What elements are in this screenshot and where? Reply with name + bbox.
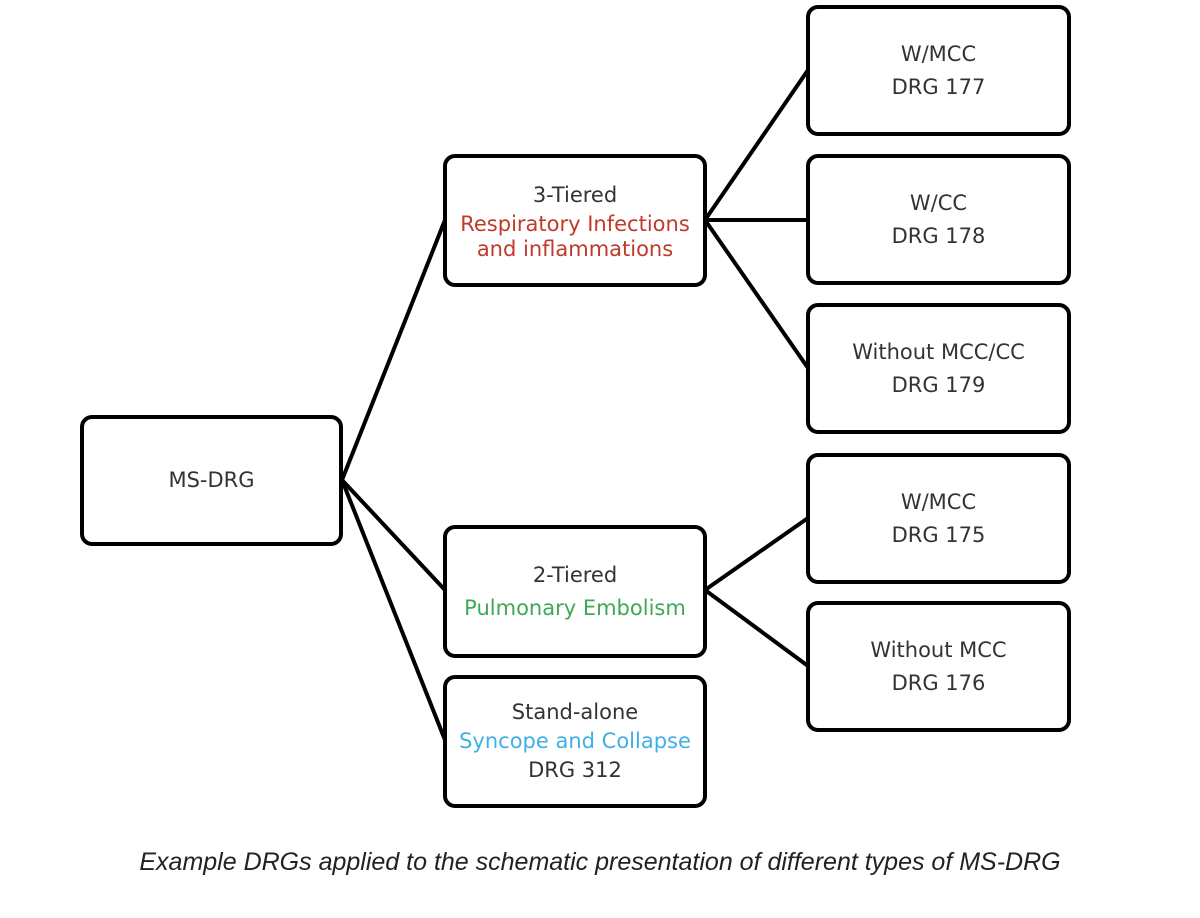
connector-root-two-tiered [340, 478, 447, 592]
connector-three-tiered-without [703, 218, 810, 370]
drg-175-code: DRG 175 [891, 522, 986, 547]
stand-alone-type-label: Stand-alone [511, 700, 639, 724]
three-tiered-condition-line2: and inflammations [476, 237, 674, 261]
connector-two-tiered-wmcc [703, 516, 810, 592]
three-tiered-type-label: 3-Tiered [532, 183, 618, 207]
drg-179-label: Without MCC/CC [852, 339, 1025, 364]
stand-alone-drg: DRG 312 [528, 758, 622, 782]
drg-176-code: DRG 176 [891, 670, 986, 695]
figure-caption: Example DRGs applied to the schematic pr… [139, 848, 1061, 876]
three-tiered-node: 3-Tiered Respiratory Infections and infl… [443, 154, 707, 287]
drg-179-node: Without MCC/CC DRG 179 [806, 303, 1071, 434]
two-tiered-type-label: 2-Tiered [532, 562, 618, 587]
connector-root-stand-alone [340, 478, 447, 742]
three-tiered-condition-line1: Respiratory Infections [460, 212, 690, 236]
drg-178-label: W/CC [909, 190, 968, 215]
connector-root-three-tiered [340, 218, 447, 482]
drg-178-node: W/CC DRG 178 [806, 154, 1071, 285]
root-node-ms-drg: MS-DRG [80, 415, 343, 546]
two-tiered-node: 2-Tiered Pulmonary Embolism [443, 525, 707, 658]
drg-179-code: DRG 179 [891, 372, 986, 397]
connector-two-tiered-without [703, 588, 810, 668]
drg-176-node: Without MCC DRG 176 [806, 601, 1071, 732]
stand-alone-condition: Syncope and Collapse [459, 729, 691, 753]
drg-177-node: W/MCC DRG 177 [806, 5, 1071, 136]
drg-175-node: W/MCC DRG 175 [806, 453, 1071, 584]
connector-three-tiered-wmcc [703, 68, 810, 222]
root-label: MS-DRG [168, 468, 255, 492]
drg-176-label: Without MCC [870, 637, 1007, 662]
stand-alone-node: Stand-alone Syncope and Collapse DRG 312 [443, 675, 707, 808]
drg-175-label: W/MCC [900, 489, 977, 514]
two-tiered-condition: Pulmonary Embolism [464, 595, 686, 620]
drg-177-label: W/MCC [900, 41, 977, 66]
drg-177-code: DRG 177 [891, 74, 986, 99]
drg-178-code: DRG 178 [891, 223, 986, 248]
